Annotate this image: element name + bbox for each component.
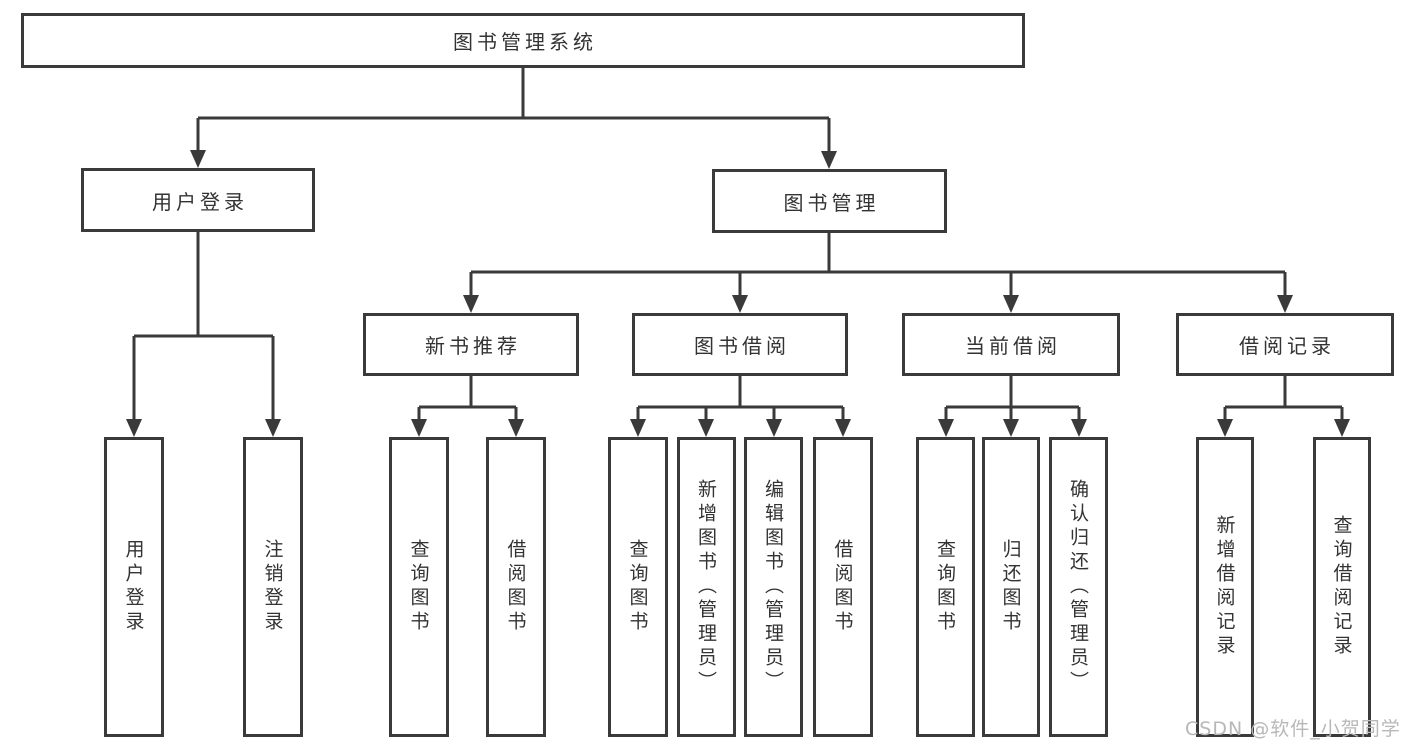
leaf-borrow-books-recommend: 借阅图书	[486, 437, 546, 737]
leaf-query-books-borrow: 查询图书	[608, 437, 668, 737]
node-borrow-records: 借阅记录	[1176, 313, 1394, 376]
leaf-edit-book-admin: 编辑图书（管理员）	[744, 437, 803, 737]
leaf-user-login: 用户登录	[104, 437, 164, 737]
leaf-borrow-books: 借阅图书	[813, 437, 873, 737]
node-root: 图书管理系统	[21, 13, 1025, 68]
csdn-watermark: CSDN @软件_小贺同学	[1185, 718, 1401, 740]
node-new-book-recommend: 新书推荐	[363, 313, 579, 376]
node-user-login: 用户登录	[81, 168, 315, 232]
node-book-borrow: 图书借阅	[632, 313, 848, 376]
leaf-query-books-current: 查询图书	[916, 437, 975, 737]
leaf-confirm-return-admin: 确认归还（管理员）	[1049, 437, 1108, 737]
node-current-borrow: 当前借阅	[902, 313, 1120, 376]
leaf-add-borrow-record: 新增借阅记录	[1196, 437, 1254, 737]
node-book-management: 图书管理	[712, 169, 947, 233]
leaf-add-book-admin: 新增图书（管理员）	[677, 437, 736, 737]
leaf-query-borrow-record: 查询借阅记录	[1313, 437, 1371, 737]
leaf-logout: 注销登录	[243, 437, 303, 737]
leaf-return-books: 归还图书	[982, 437, 1040, 737]
leaf-query-books-recommend: 查询图书	[389, 437, 449, 737]
